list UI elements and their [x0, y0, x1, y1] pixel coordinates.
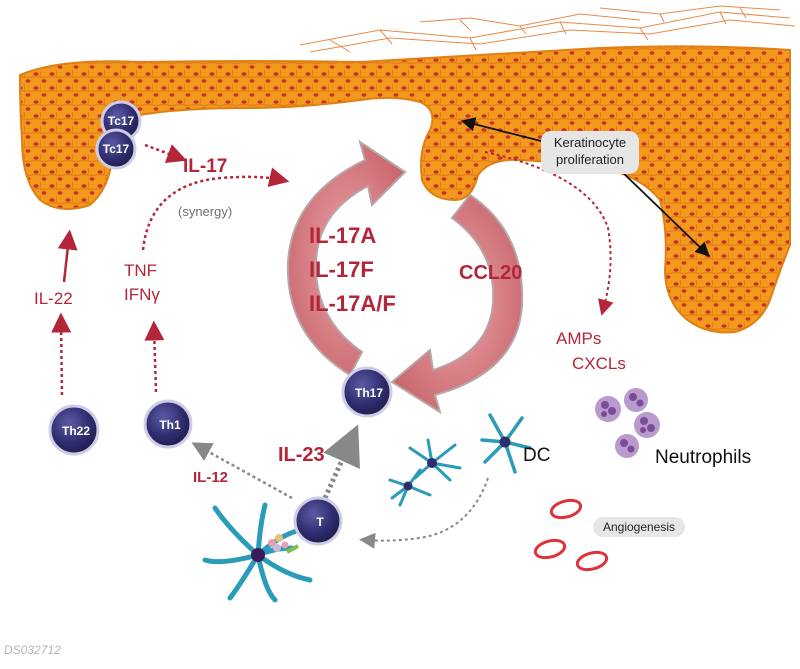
t-cell: T [293, 496, 343, 546]
il17f-label: IL-17F [309, 257, 374, 282]
neutrophil-cluster [595, 388, 660, 458]
dendritic-cell-dc [480, 413, 532, 474]
synergy-arrow [141, 167, 290, 251]
keratinocyte-pointer-bottom [617, 167, 710, 257]
dendritic-cell-small-a [408, 438, 462, 482]
antigen-cluster [268, 534, 299, 554]
t-to-th17-arrow [322, 424, 360, 500]
amps-label: AMPs [556, 329, 602, 348]
il23-label: IL-23 [278, 444, 325, 466]
tc17-to-il17-arrow [144, 143, 188, 164]
cycle-arrow-right [390, 193, 524, 415]
keratinocyte-line1: Keratinocyte [553, 135, 627, 150]
th22-cell: Th22 [48, 404, 100, 456]
keratinocyte-to-amps-arrow [484, 151, 614, 316]
svg-text:Th17: Th17 [355, 386, 383, 400]
synergy-label: (synergy) [178, 204, 233, 219]
neutrophils-label: Neutrophils [655, 447, 752, 468]
dendritic-cell-small-b [388, 468, 432, 507]
cycle-arrow-left [286, 139, 407, 377]
svg-text:T: T [316, 515, 324, 529]
svg-text:Tc17: Tc17 [108, 114, 135, 128]
dendritic-cell-nucleus [403, 481, 413, 491]
cxcls-label: CXCLs [572, 354, 626, 373]
dendritic-cell-nucleus [499, 436, 511, 448]
blood-vessels [533, 498, 609, 572]
il12-label: IL-12 [193, 469, 229, 486]
tc17-cell-b: Tc17 [95, 128, 137, 170]
angiogenesis-label: Angiogenesis [593, 517, 685, 537]
keratinocyte-pointer-top [460, 117, 546, 143]
dendritic-cell-nucleus [427, 458, 437, 468]
il17-label: IL-17 [183, 156, 228, 177]
figure-code: DS032712 [4, 643, 61, 657]
th17-cell: Th17 [341, 366, 393, 418]
ccl20-label: CCL20 [459, 262, 523, 284]
svg-text:Th22: Th22 [62, 424, 90, 438]
keratinocyte-proliferation-label: Keratinocyte proliferation [541, 131, 639, 174]
svg-text:Tc17: Tc17 [103, 142, 130, 156]
il22-to-epidermis-arrow [57, 229, 78, 283]
dc-label: DC [523, 445, 551, 466]
il17af-label: IL-17A/F [309, 291, 396, 316]
svg-text:Th1: Th1 [159, 418, 181, 432]
th1-to-tnf-arrow [144, 320, 165, 393]
ifng-label: IFNγ [124, 285, 160, 304]
tnf-label: TNF [124, 261, 158, 280]
keratinocyte-line2: proliferation [556, 152, 624, 167]
stratum-corneum [299, 5, 796, 53]
il22-label: IL-22 [34, 289, 73, 308]
dendritic-cell-nucleus [251, 548, 265, 562]
il17a-label: IL-17A [309, 223, 377, 248]
dc-to-t-arrow [359, 477, 489, 549]
th1-cell: Th1 [143, 399, 193, 449]
th22-to-il22-arrow [51, 312, 72, 396]
